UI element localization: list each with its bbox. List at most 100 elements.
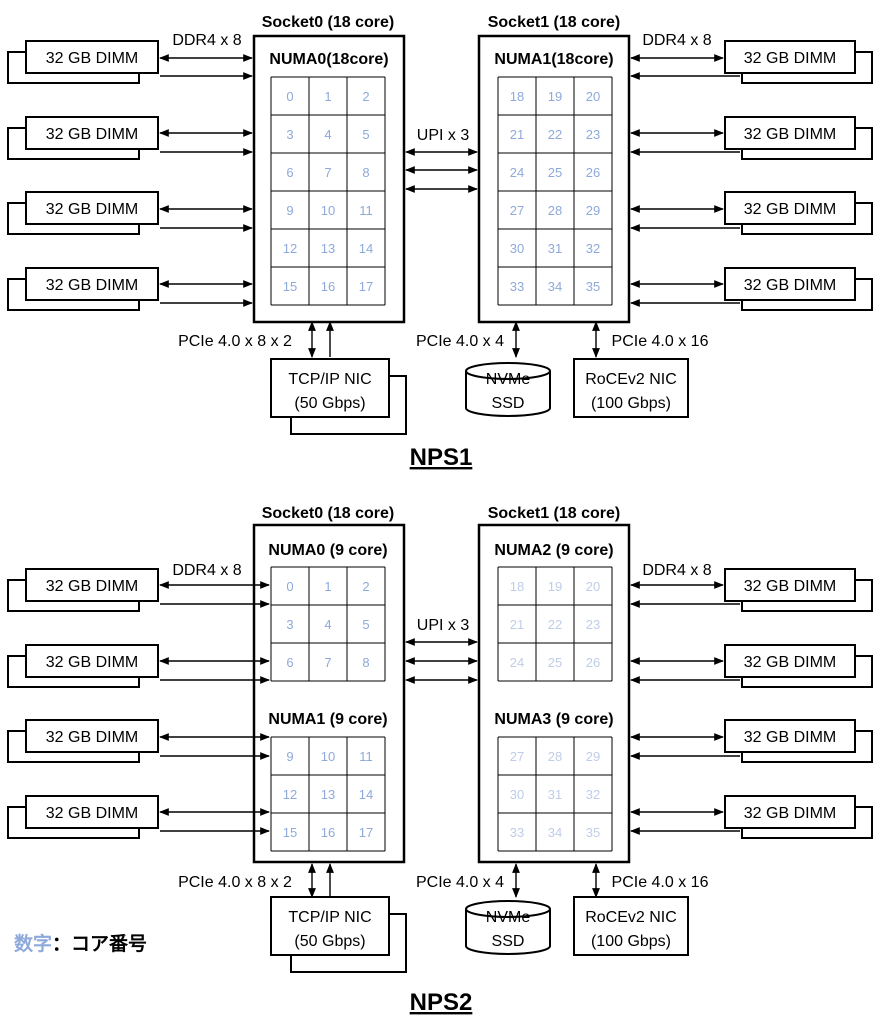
core-number: 17 <box>359 279 373 294</box>
numa3-title: NUMA3 (9 core) <box>494 711 613 728</box>
diagram-frame <box>7 34 873 973</box>
core-number: 9 <box>286 749 293 764</box>
legend-key: 数字 <box>14 932 52 955</box>
core-number: 11 <box>359 749 373 764</box>
dimm-box <box>724 719 856 753</box>
core-number: 29 <box>586 749 600 764</box>
pcie-ssd-label: PCIe 4.0 x 4 <box>416 874 504 891</box>
core-number: 18 <box>510 89 524 104</box>
dimm-stack-outline <box>741 51 873 84</box>
nvme-label: NVMe <box>486 371 531 388</box>
core-number: 28 <box>548 749 562 764</box>
core-number: 24 <box>510 655 524 670</box>
core-number: 3 <box>286 617 293 632</box>
core-number: 32 <box>586 787 600 802</box>
core-number: 9 <box>286 203 293 218</box>
upi-label: UPI x 3 <box>417 127 470 144</box>
ddr-label-right: DDR4 x 8 <box>642 32 711 49</box>
core-number: 6 <box>286 655 293 670</box>
roce-nic-speed: (100 Gbps) <box>591 395 671 412</box>
nps1-title: NPS1 <box>410 444 473 471</box>
core-number: 4 <box>324 127 331 142</box>
core-number: 25 <box>548 655 562 670</box>
socket1-box <box>477 34 631 324</box>
core-number: 6 <box>286 165 293 180</box>
numa1-title: NUMA1 (9 core) <box>268 711 387 728</box>
dimm-stack-outline <box>7 806 140 839</box>
core-number: 25 <box>548 165 562 180</box>
dimm-box <box>25 191 159 225</box>
tcp-nic-speed: (50 Gbps) <box>294 933 365 950</box>
dimm-box <box>724 116 856 150</box>
dimm-box <box>25 644 159 678</box>
socket1-box <box>477 523 631 864</box>
core-number: 15 <box>283 279 297 294</box>
core-number: 26 <box>586 165 600 180</box>
pcie-roce-label: PCIe 4.0 x 16 <box>612 874 709 891</box>
core-number: 35 <box>586 825 600 840</box>
core-number: 34 <box>548 279 562 294</box>
core-number: 16 <box>321 279 335 294</box>
numa0-title: NUMA0 (9 core) <box>268 542 387 559</box>
core-number: 20 <box>586 89 600 104</box>
core-number: 33 <box>510 279 524 294</box>
core-number: 0 <box>286 89 293 104</box>
dimm-stack-outline <box>7 730 140 763</box>
core-number: 26 <box>586 655 600 670</box>
core-number: 18 <box>510 579 524 594</box>
nvme-label: NVMe <box>486 909 531 926</box>
core-number: 4 <box>324 617 331 632</box>
nvme-cylinder <box>465 371 551 417</box>
dimm-label: 32 GB DIMM <box>46 654 138 671</box>
core-number: 23 <box>586 127 600 142</box>
numa0-title: NUMA0(18core) <box>269 51 388 68</box>
core-number: 19 <box>548 89 562 104</box>
core-number: 13 <box>321 787 335 802</box>
core-number: 17 <box>359 825 373 840</box>
ddr-label-right: DDR4 x 8 <box>642 562 711 579</box>
dimm-box <box>724 568 856 602</box>
core-number: 10 <box>321 749 335 764</box>
dimm-label: 32 GB DIMM <box>46 201 138 218</box>
diagram-labels: Socket0 (18 core)Socket1 (18 core)DDR4 x… <box>14 14 836 1016</box>
dimm-label: 32 GB DIMM <box>744 50 836 67</box>
upi-label: UPI x 3 <box>417 617 470 634</box>
core-number: 23 <box>586 617 600 632</box>
core-number: 24 <box>510 165 524 180</box>
dimm-label: 32 GB DIMM <box>744 654 836 671</box>
dimm-stack-outline <box>7 51 140 84</box>
pcie-nic-label: PCIe 4.0 x 8 x 2 <box>178 874 292 891</box>
dimm-label: 32 GB DIMM <box>744 805 836 822</box>
socket0-title: Socket0 (18 core) <box>262 14 395 31</box>
dimm-box <box>25 568 159 602</box>
core-number: 35 <box>586 279 600 294</box>
core-number: 11 <box>359 203 373 218</box>
numa1-title: NUMA1(18core) <box>494 51 613 68</box>
core-number: 28 <box>548 203 562 218</box>
dimm-box <box>724 267 856 301</box>
pcie-roce-label: PCIe 4.0 x 16 <box>612 333 709 350</box>
core-number: 21 <box>510 617 524 632</box>
core-number: 3 <box>286 127 293 142</box>
tcp-nic-stack-outline <box>290 913 407 973</box>
core-number: 5 <box>362 617 369 632</box>
core-number: 7 <box>324 655 331 670</box>
dimm-box <box>25 719 159 753</box>
tcp-nic-label: TCP/IP NIC <box>288 909 371 926</box>
core-number: 22 <box>548 617 562 632</box>
tcp-nic-stack-outline <box>290 375 407 435</box>
dimm-box <box>25 267 159 301</box>
tcp-nic-box <box>270 896 390 956</box>
legend: 数字：コア番号 <box>14 932 147 955</box>
dimm-stack-outline <box>741 127 873 160</box>
dimm-stack-outline <box>7 127 140 160</box>
dimm-stack-outline <box>741 579 873 612</box>
numa2-title: NUMA2 (9 core) <box>494 542 613 559</box>
core-number: 34 <box>548 825 562 840</box>
core-number: 12 <box>283 787 297 802</box>
core-number: 10 <box>321 203 335 218</box>
core-number: 27 <box>510 203 524 218</box>
core-number: 8 <box>362 165 369 180</box>
dimm-box <box>25 40 159 74</box>
core-number: 27 <box>510 749 524 764</box>
